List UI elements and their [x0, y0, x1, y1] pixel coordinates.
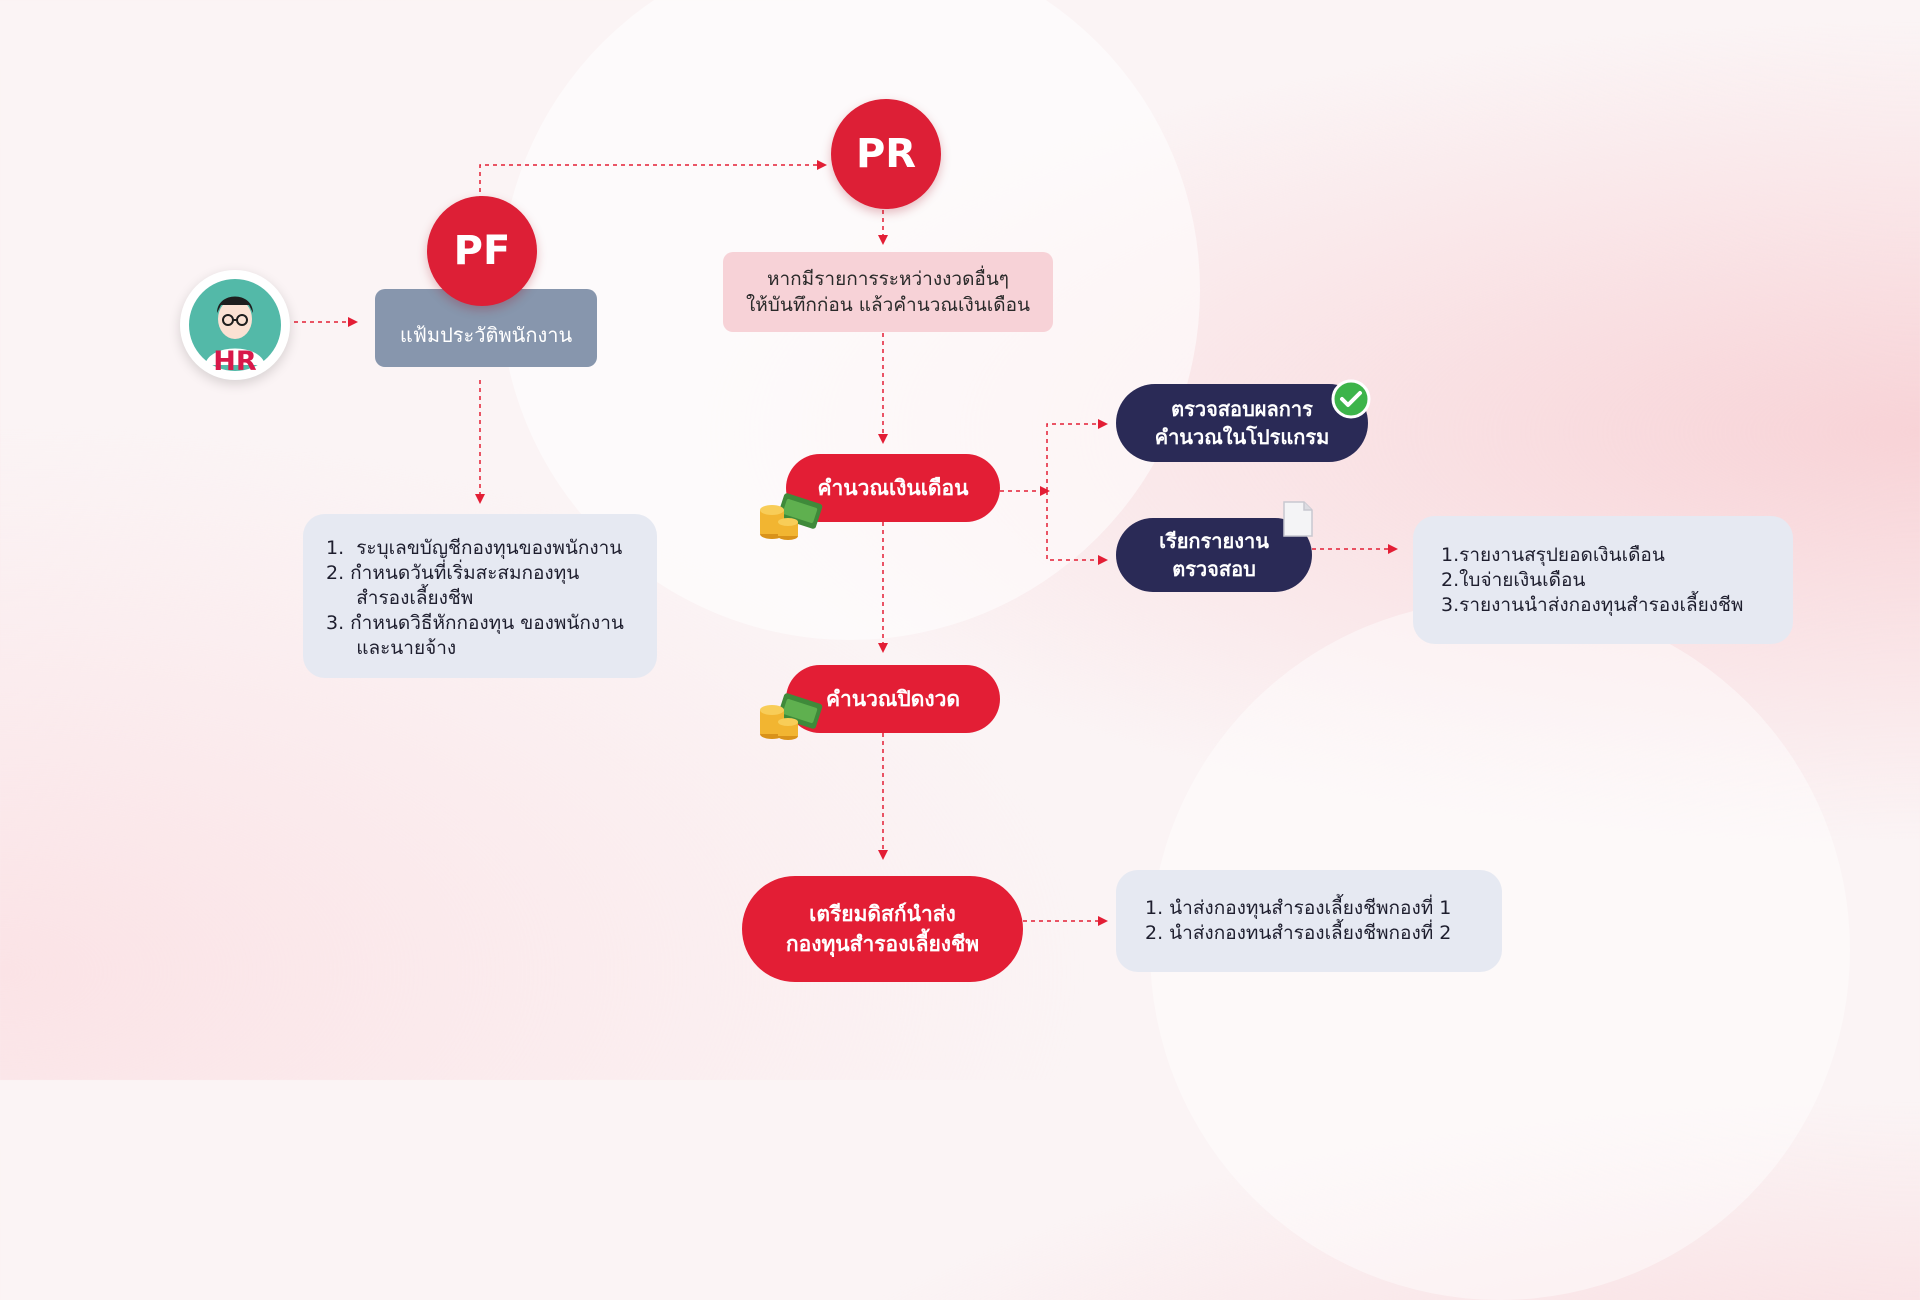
document-icon [1283, 501, 1313, 537]
calculate-salary-button[interactable]: คำนวณเงินเดือน [786, 454, 1000, 522]
submit-items-box [1116, 870, 1502, 972]
arrow-pf-to-pr [479, 160, 827, 200]
arrow-to-report [1046, 491, 1108, 565]
list-item: 3. กำหนดวิธีหักกองทุน ของพนักงาน [326, 612, 624, 634]
close-period-label: คำนวณปิดงวด [825, 686, 961, 711]
report-items-list: 1.รายงานสรุปยอดเงินเดือน 2.ใบจ่ายเงินเดื… [1441, 543, 1743, 618]
pr-note-line2: ให้บันทึกก่อน แล้วคำนวณเงินเดือน [745, 294, 1031, 316]
money-coins-icon [760, 693, 823, 740]
list-item: 1.รายงานสรุปยอดเงินเดือน [1441, 544, 1665, 566]
close-period-button[interactable]: คำนวณปิดงวด [786, 665, 1000, 733]
check-line1: ตรวจสอบผลการ [1171, 397, 1313, 421]
list-item: 3.รายงานนำส่งกองทุนสำรองเลี้ยงชีพ [1441, 594, 1744, 616]
list-item: 2.ใบจ่ายเงินเดือน [1441, 569, 1586, 591]
report-line1: เรียกรายงาน [1159, 529, 1269, 553]
list-item: 1. ระบุเลขบัญชีกองทุนของพนักงาน [326, 537, 623, 559]
money-coins-icon [760, 493, 823, 540]
check-icon [1331, 379, 1371, 419]
pf-badge-overlay: PF [427, 196, 537, 306]
check-line2: คำนวณในโปรแกรม [1154, 425, 1330, 449]
hr-label: HR [213, 346, 257, 377]
pr-note-box: หากมีรายการระหว่างงวดอื่นๆ ให้บันทึกก่อน… [723, 252, 1053, 332]
submit-items-list: 1. นำส่งกองทุนสำรองเลี้ยงชีพกองที่ 1 2. … [1145, 896, 1451, 946]
prepare-disk-line1: เตรียมดิสก์นำส่ง [809, 902, 956, 926]
report-items-box [1413, 516, 1793, 644]
pr-badge: PR [831, 99, 941, 209]
pf-steps-box [303, 514, 657, 678]
list-item: และนายจ้าง [326, 637, 457, 659]
list-item: 2. นำส่งกองทนสำรองเลี้ยงชีพกองที่ 2 [1145, 922, 1452, 944]
employee-record-label: แฟ้มประวัติพนักงาน [399, 323, 573, 347]
report-line2: ตรวจสอบ [1172, 557, 1256, 581]
connector-lines [294, 160, 1398, 926]
pf-steps-list: 1. ระบุเลขบัญชีกองทุนของพนักงาน 2. กำหนด… [326, 536, 624, 661]
prepare-disk-line2: กองทุนสำรองเลี้ยงชีพ [785, 932, 980, 956]
list-item: 1. นำส่งกองทุนสำรองเลี้ยงชีพกองที่ 1 [1145, 897, 1452, 919]
list-item: 2. กำหนดวันที่เริ่มสะสมกองทุน [326, 562, 580, 584]
arrow-to-check [1046, 419, 1108, 491]
request-report-button[interactable]: เรียกรายงาน ตรวจสอบ [1116, 518, 1312, 592]
check-calculation-button[interactable]: ตรวจสอบผลการ คำนวณในโปรแกรม [1116, 384, 1368, 462]
prepare-disk-button[interactable]: เตรียมดิสก์นำส่ง กองทุนสำรองเลี้ยงชีพ [742, 876, 1023, 982]
calculate-salary-label: คำนวณเงินเดือน [817, 475, 969, 500]
hr-avatar: HR [180, 270, 290, 380]
pr-note-line1: หากมีรายการระหว่างงวดอื่นๆ [766, 268, 1010, 290]
list-item: สำรองเลี้ยงชีพ [326, 587, 474, 609]
hr-avatar-icon [189, 279, 281, 371]
